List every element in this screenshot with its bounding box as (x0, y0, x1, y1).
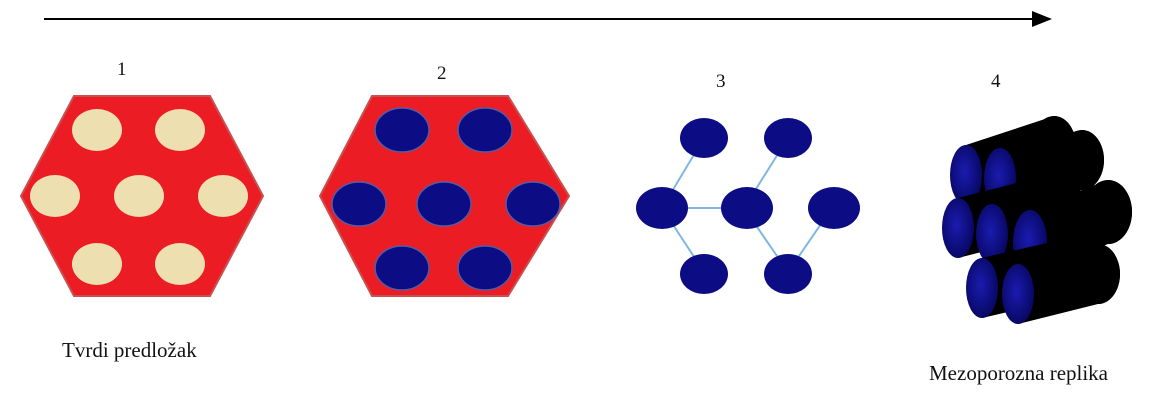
caption-hard-template: Tvrdi predložak (62, 338, 197, 362)
step-number-4: 4 (991, 71, 1001, 92)
template-pore (72, 109, 122, 151)
carbon-sphere (680, 118, 728, 158)
replica-rod (1002, 244, 1120, 324)
filled-pore (374, 245, 430, 291)
rod-end-face (966, 258, 998, 318)
step-4-rod-replica (942, 116, 1132, 324)
filled-pore (416, 181, 472, 227)
template-pore (155, 109, 205, 151)
rod-end-face (976, 204, 1008, 264)
caption-mesoporous-replica: Mezoporozna replika (929, 361, 1109, 385)
rod-end-face (950, 145, 982, 205)
step-number-3: 3 (716, 71, 726, 92)
carbon-sphere (721, 187, 773, 229)
carbon-sphere (764, 254, 812, 294)
carbon-sphere (636, 187, 688, 229)
rod-end-face (1002, 264, 1034, 324)
template-pore (30, 175, 80, 217)
template-pore (198, 175, 248, 217)
step-number-2: 2 (437, 63, 447, 84)
filled-pore (374, 107, 430, 153)
process-arrow (44, 11, 1052, 27)
carbon-sphere (680, 254, 728, 294)
carbon-sphere (764, 118, 812, 158)
filled-pore (457, 245, 513, 291)
template-pore (114, 175, 164, 217)
carbon-sphere (808, 187, 860, 229)
filled-pore (331, 181, 387, 227)
template-pore (155, 243, 205, 285)
rod-end-face (942, 198, 974, 258)
step-3-connected-spheres (636, 118, 860, 294)
process-arrow-head (1032, 11, 1052, 27)
filled-pore (505, 181, 561, 227)
template-pore (72, 243, 122, 285)
step-2-filled-template (318, 95, 571, 297)
filled-pore (457, 107, 513, 153)
step-number-1: 1 (117, 59, 127, 80)
step-1-hard-template (19, 95, 265, 297)
